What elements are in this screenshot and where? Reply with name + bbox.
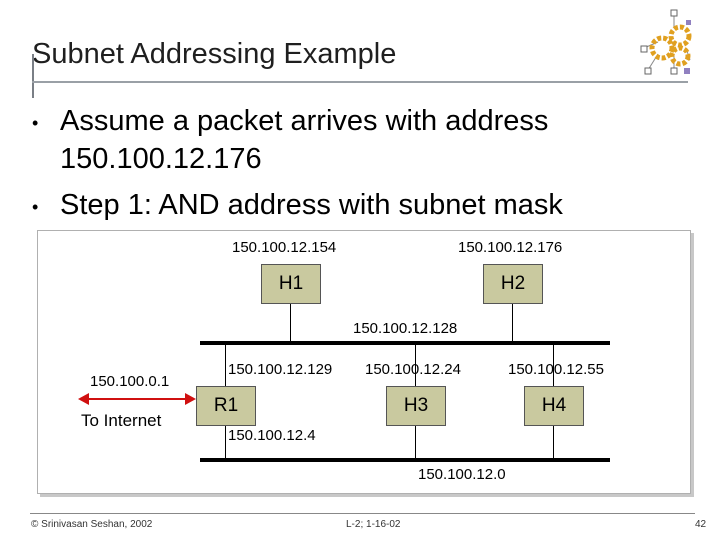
internet-label: To Internet bbox=[81, 411, 162, 430]
bullet-1-line1: Assume a packet arrives with address bbox=[60, 105, 549, 137]
r1-lower-address: 150.100.12.4 bbox=[228, 427, 316, 444]
r1-upper-address: 150.100.12.129 bbox=[228, 361, 333, 378]
title-divider bbox=[32, 81, 688, 83]
top-network-bus bbox=[200, 341, 610, 345]
bullet-1-line2: 150.100.12.176 bbox=[60, 143, 262, 175]
molecule-logo-icon bbox=[640, 9, 692, 75]
h2-link bbox=[512, 300, 513, 342]
host-h2: H2 bbox=[483, 264, 543, 304]
title-accent-bar bbox=[32, 54, 34, 98]
h3-link-down bbox=[415, 424, 416, 459]
bullet-1-glyph: • bbox=[32, 113, 39, 133]
footer-divider bbox=[30, 513, 695, 514]
h4-address: 150.100.12.55 bbox=[508, 361, 604, 378]
h3-link-up bbox=[415, 344, 416, 386]
footer-copyright: © Srinivasan Seshan, 2002 bbox=[31, 519, 153, 530]
page-title: Subnet Addressing Example bbox=[32, 38, 397, 70]
h1-address: 150.100.12.154 bbox=[232, 239, 337, 256]
h4-link-down bbox=[553, 424, 554, 459]
host-h1: H1 bbox=[261, 264, 321, 304]
bidirectional-arrow-icon bbox=[78, 393, 196, 405]
h1-link bbox=[290, 300, 291, 342]
network-diagram bbox=[37, 230, 691, 494]
router-r1: R1 bbox=[196, 386, 256, 426]
internet-address: 150.100.0.1 bbox=[90, 373, 170, 390]
bottom-network-address: 150.100.12.0 bbox=[418, 466, 506, 483]
top-network-address: 150.100.12.128 bbox=[353, 320, 458, 337]
bullet-2-line1: Step 1: AND address with subnet mask bbox=[60, 189, 563, 221]
footer-page-number: 42 bbox=[695, 519, 707, 530]
host-h4: H4 bbox=[524, 386, 584, 426]
bullet-2-glyph: • bbox=[32, 197, 39, 217]
h4-link-up bbox=[553, 344, 554, 386]
host-h3: H3 bbox=[386, 386, 446, 426]
h3-address: 150.100.12.24 bbox=[365, 361, 461, 378]
bottom-network-bus bbox=[200, 458, 610, 462]
footer-lecture: L-2; 1-16-02 bbox=[346, 519, 401, 530]
h2-address: 150.100.12.176 bbox=[458, 239, 563, 256]
